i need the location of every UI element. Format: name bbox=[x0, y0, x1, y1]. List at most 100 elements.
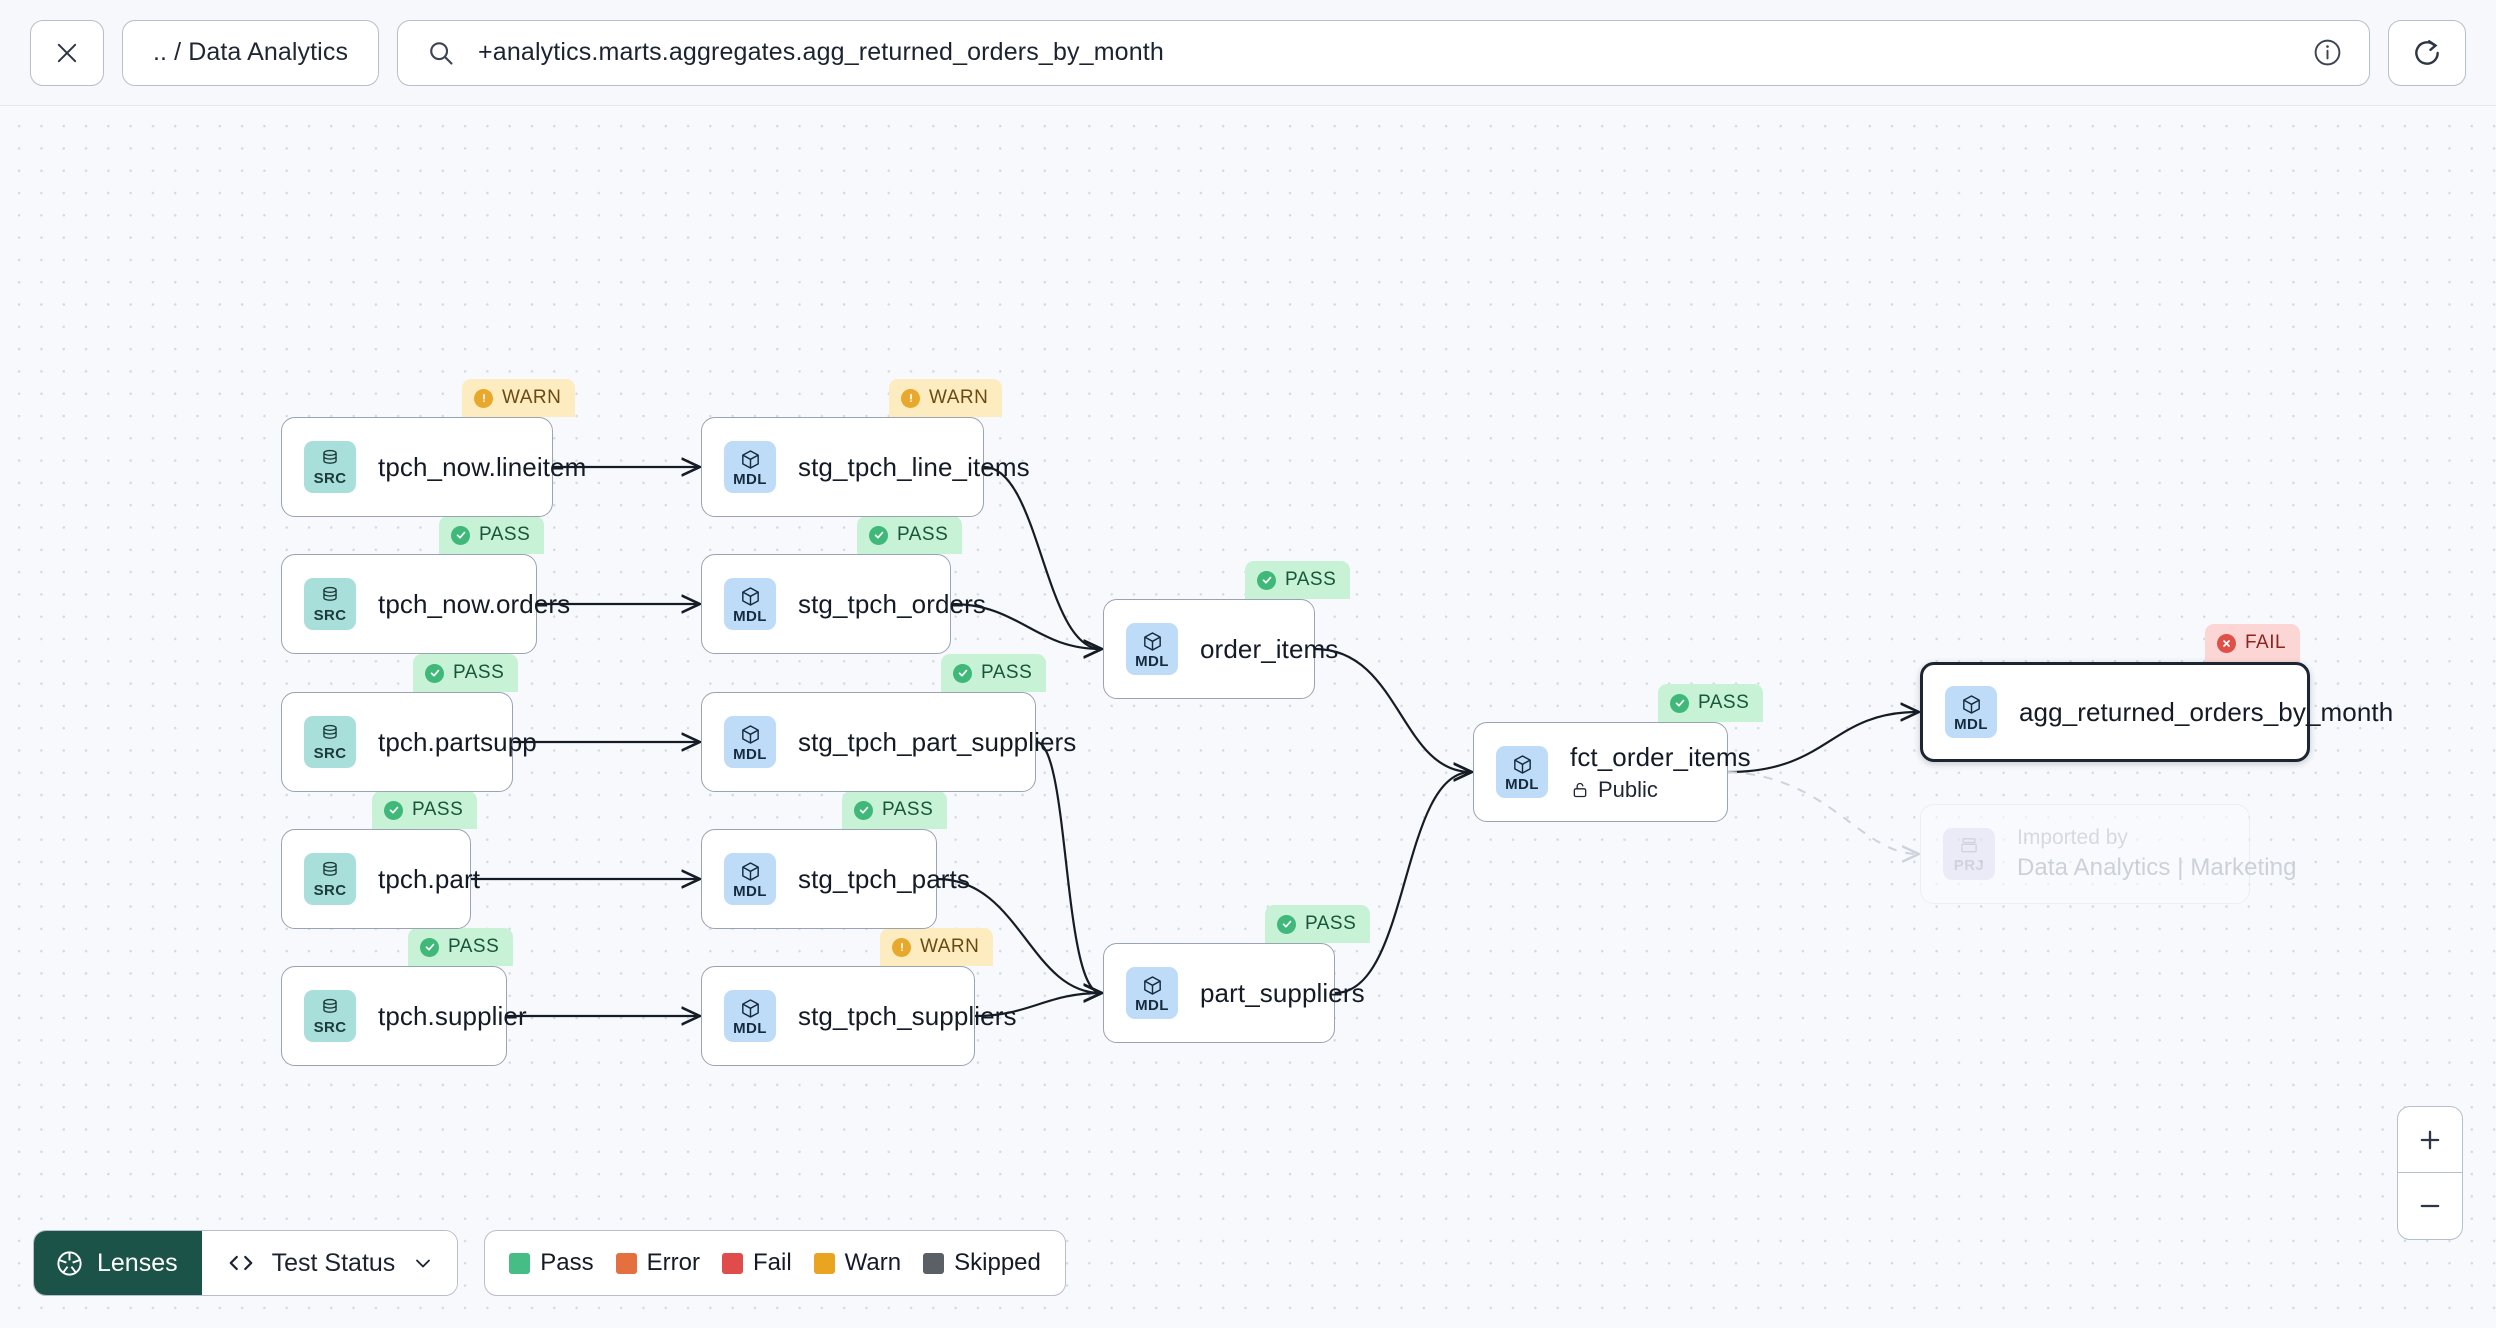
node-title: fct_order_items bbox=[1570, 741, 1751, 772]
cube-icon bbox=[741, 998, 759, 1018]
status-badge-agg_returned_orders_by_month: FAIL bbox=[2205, 624, 2301, 662]
refresh-icon bbox=[2415, 39, 2439, 65]
breadcrumb-label: .. / Data Analytics bbox=[153, 38, 349, 66]
node-visibility-label: Public bbox=[1598, 776, 1658, 802]
status-badge-stg_tpch_parts: PASS bbox=[842, 791, 948, 829]
minus-icon bbox=[2420, 1204, 2440, 1208]
node-title: tpch_now.orders bbox=[378, 588, 571, 619]
status-badge-tpch_supplier: PASS bbox=[408, 928, 514, 966]
node-title: tpch.supplier bbox=[378, 1000, 527, 1031]
zoom-in-button[interactable] bbox=[2398, 1107, 2462, 1173]
node-type-chip: SRC bbox=[304, 578, 356, 630]
status-label: WARN bbox=[929, 387, 989, 408]
legend-item-error[interactable]: Error bbox=[615, 1249, 700, 1277]
graph-node-tpch_part[interactable]: SRC tpch.part bbox=[281, 829, 480, 929]
status-badge-tpch_now_orders: PASS bbox=[439, 516, 545, 554]
check-icon bbox=[389, 806, 398, 814]
node-type-chip: MDL bbox=[1945, 686, 1997, 738]
breadcrumb[interactable]: .. / Data Analytics bbox=[122, 19, 380, 86]
refresh-button[interactable] bbox=[2388, 19, 2466, 86]
status-badge-order_items: PASS bbox=[1245, 561, 1351, 599]
status-dot bbox=[420, 937, 439, 957]
status-badge-stg_tpch_part_suppliers: PASS bbox=[941, 654, 1047, 692]
search-icon bbox=[430, 41, 453, 65]
node-body: stg_tpch_line_items bbox=[798, 452, 1030, 483]
legend-item-skipped[interactable]: Skipped bbox=[923, 1249, 1041, 1277]
info-circle-icon[interactable] bbox=[2312, 37, 2343, 68]
status-dot bbox=[892, 937, 911, 957]
node-type-chip: SRC bbox=[304, 716, 356, 768]
graph-node-stg_tpch_line_items[interactable]: MDL stg_tpch_line_items bbox=[701, 417, 1030, 517]
node-body: tpch_now.orders bbox=[378, 589, 570, 620]
check-icon bbox=[425, 943, 434, 951]
top-toolbar: .. / Data Analytics +analytics.marts.agg… bbox=[0, 0, 2496, 106]
node-type-label: SRC bbox=[313, 882, 347, 899]
search-bar[interactable]: +analytics.marts.aggregates.agg_returned… bbox=[397, 19, 2370, 86]
node-type-chip: MDL bbox=[724, 441, 776, 493]
status-label: PASS bbox=[412, 799, 464, 820]
node-type-label: MDL bbox=[733, 607, 767, 625]
aperture-icon bbox=[57, 1250, 82, 1276]
node-title: tpch_now.lineitem bbox=[378, 451, 587, 482]
status-dot bbox=[425, 663, 444, 683]
cube-icon bbox=[741, 861, 759, 881]
node-title: tpch.part bbox=[378, 863, 481, 894]
lenses-label: Lenses bbox=[97, 1248, 178, 1277]
status-label: PASS bbox=[479, 524, 531, 545]
node-type-chip: MDL bbox=[1126, 623, 1178, 675]
node-type-chip: MDL bbox=[724, 853, 776, 905]
cube-icon bbox=[741, 449, 759, 469]
legend-item-warn[interactable]: Warn bbox=[813, 1249, 901, 1277]
check-icon bbox=[430, 669, 439, 677]
exclamation-icon bbox=[482, 393, 485, 403]
lens-mode-dropdown[interactable]: Test Status bbox=[201, 1231, 458, 1295]
zoom-out-button[interactable] bbox=[2398, 1173, 2462, 1239]
status-dot bbox=[1277, 914, 1296, 934]
node-body: tpch.part bbox=[378, 864, 480, 895]
legend-swatch bbox=[722, 1252, 743, 1274]
node-type-chip: PRJ bbox=[1943, 828, 1995, 880]
search-input[interactable]: +analytics.marts.aggregates.agg_returned… bbox=[478, 38, 1164, 66]
graph-node-tpch_now_orders[interactable]: SRC tpch_now.orders bbox=[281, 554, 570, 654]
node-type-chip: MDL bbox=[724, 990, 776, 1042]
legend-item-fail[interactable]: Fail bbox=[722, 1249, 792, 1277]
status-dot bbox=[1257, 570, 1276, 590]
zoom-controls bbox=[2397, 1106, 2463, 1240]
status-label: WARN bbox=[502, 387, 562, 408]
check-icon bbox=[958, 669, 967, 677]
node-title: Data Analytics | Marketing bbox=[2017, 854, 2297, 881]
lineage-edges bbox=[471, 106, 2496, 1328]
legend-item-pass[interactable]: Pass bbox=[509, 1249, 594, 1277]
status-badge-tpch_part: PASS bbox=[372, 791, 478, 829]
status-dot bbox=[451, 525, 470, 545]
check-icon bbox=[874, 531, 883, 539]
legend-label: Skipped bbox=[954, 1249, 1041, 1276]
status-label: WARN bbox=[920, 936, 980, 957]
node-type-label: MDL bbox=[1954, 715, 1988, 733]
database-icon bbox=[323, 586, 337, 601]
exclamation-icon bbox=[909, 393, 912, 403]
lenses-button[interactable]: Lenses bbox=[34, 1231, 202, 1295]
status-label: PASS bbox=[981, 662, 1033, 683]
status-dot bbox=[869, 525, 888, 545]
lens-mode-label: Test Status bbox=[271, 1248, 396, 1277]
exclamation-icon bbox=[900, 942, 903, 952]
close-button[interactable] bbox=[30, 19, 104, 86]
ghost-edge bbox=[1727, 771, 1918, 854]
database-icon bbox=[323, 449, 337, 464]
